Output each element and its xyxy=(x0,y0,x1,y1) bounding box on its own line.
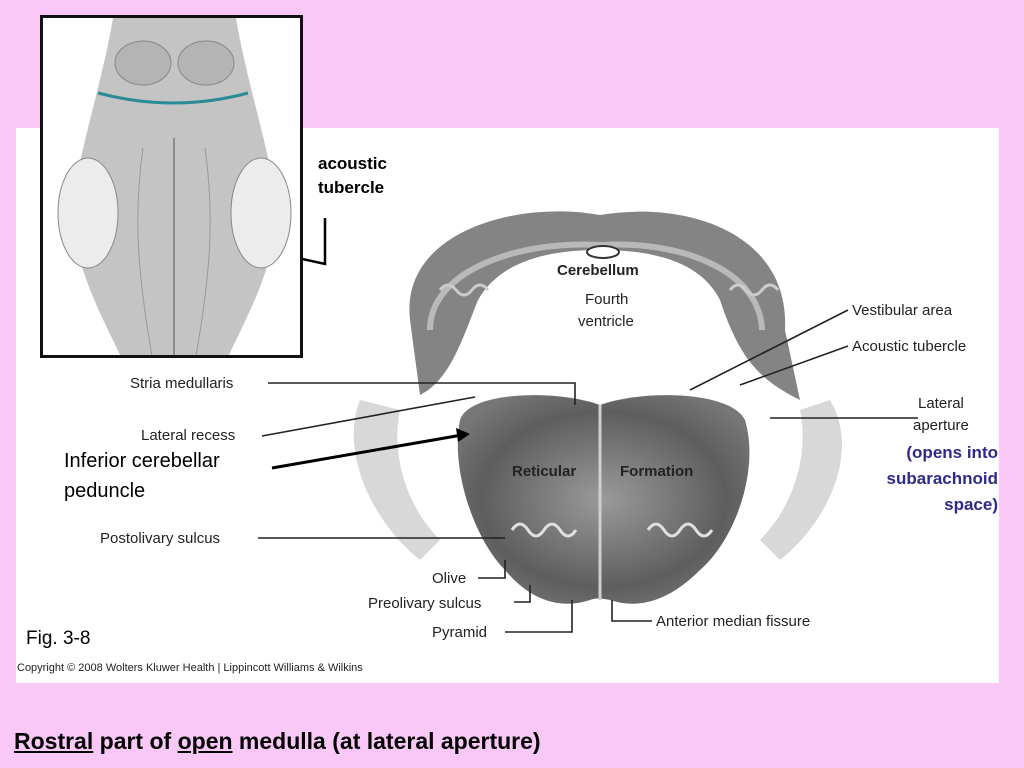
reticular-label: Reticular xyxy=(512,463,577,480)
acoustic-tubercle-label: Acoustic tubercle xyxy=(852,338,967,355)
vestibular-area-label: Vestibular area xyxy=(852,302,953,319)
peduncle-arrow xyxy=(271,433,463,470)
caption-mid2: medulla (at lateral aperture) xyxy=(232,728,541,754)
formation-label: Formation xyxy=(620,463,694,480)
fourth-ventricle-label-2: ventricle xyxy=(578,313,634,330)
inset-label-line2: tubercle xyxy=(318,178,385,197)
stria-medullaris-label: Stria medullaris xyxy=(130,375,234,392)
inset-label-line1: acoustic xyxy=(318,154,387,173)
pyramid-label: Pyramid xyxy=(432,624,488,641)
anterior-median-fissure-label: Anterior median fissure xyxy=(656,613,811,630)
olive-shape xyxy=(510,522,578,538)
caption-open: open xyxy=(177,728,233,754)
slide-caption: Rostral part of open medulla (at lateral… xyxy=(14,728,541,755)
inset-brainstem xyxy=(40,15,303,358)
aperture-note: (opens into subarachnoid space) xyxy=(887,440,998,518)
aperture-note-line3: space) xyxy=(944,495,998,514)
peduncle-line2: peduncle xyxy=(64,480,146,502)
peduncle-line1: Inferior cerebellar xyxy=(64,450,220,472)
lateral-aperture-label-1: Lateral xyxy=(918,395,964,412)
caption-mid1: part of xyxy=(93,728,178,754)
fourth-ventricle-label-1: Fourth xyxy=(585,291,629,308)
postolivary-sulcus-label: Postolivary sulcus xyxy=(100,530,221,547)
inset-acoustic-tubercle-label: acoustic tubercle xyxy=(318,152,387,200)
copyright-text: Copyright © 2008 Wolters Kluwer Health |… xyxy=(17,662,363,674)
cerebellum-label: Cerebellum xyxy=(557,262,639,279)
olive-label: Olive xyxy=(432,570,467,587)
inferior-cerebellar-peduncle-label: Inferior cerebellar peduncle xyxy=(64,446,220,506)
caption-rostral: Rostral xyxy=(14,728,94,754)
preolivary-sulcus-label: Preolivary sulcus xyxy=(368,595,482,612)
medulla-body xyxy=(457,395,750,604)
lateral-recess-label: Lateral recess xyxy=(141,427,236,444)
aperture-note-line2: subarachnoid xyxy=(886,469,998,488)
aperture-note-line1: (opens into xyxy=(906,443,998,462)
lateral-aperture-label-2: aperture xyxy=(913,417,969,434)
figure-number: Fig. 3-8 xyxy=(26,628,91,649)
